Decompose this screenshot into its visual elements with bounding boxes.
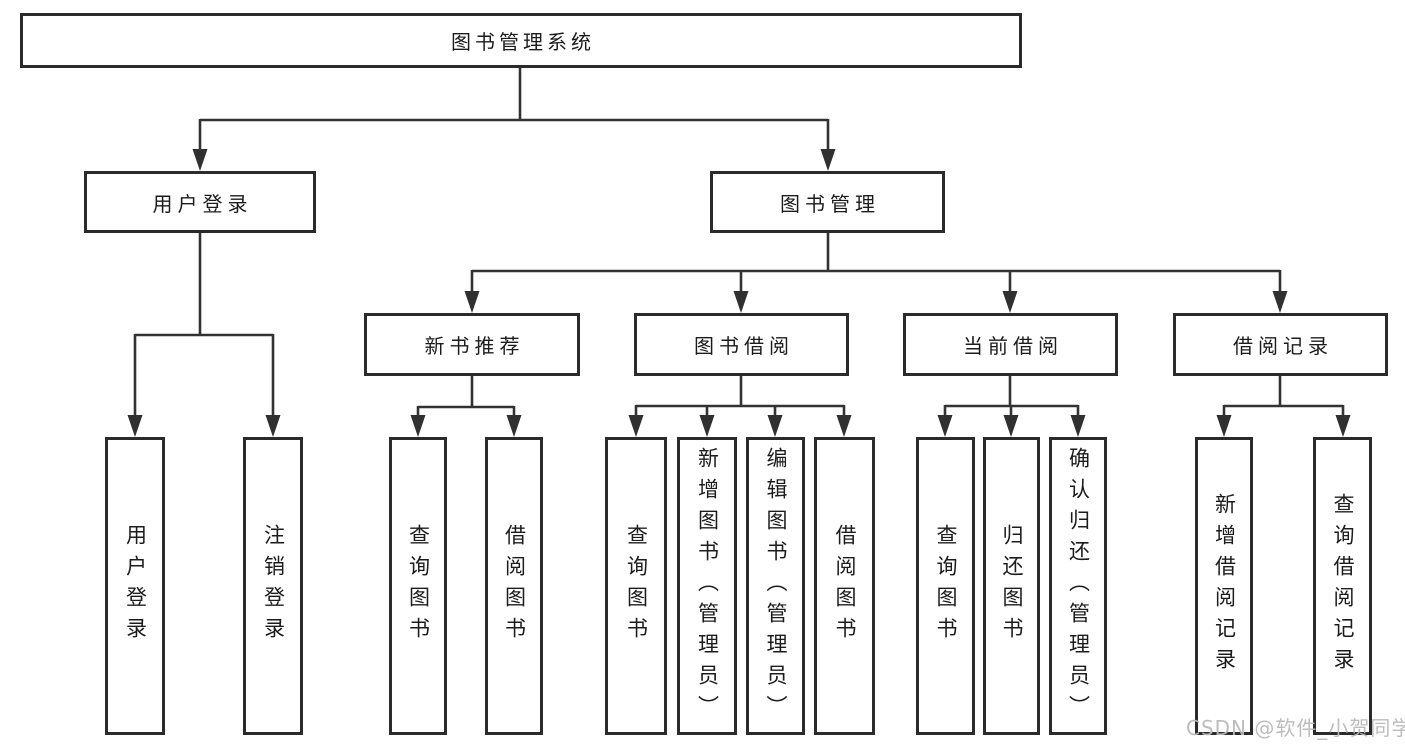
node-label: 新增借阅记录 bbox=[1212, 493, 1237, 679]
node-label: 查询图书 bbox=[406, 524, 431, 648]
node-label: 查询图书 bbox=[624, 524, 649, 648]
csdn-watermark: CSDN @软件_小贺同学 bbox=[1186, 716, 1405, 740]
node-new-book-recommend: 新书推荐 bbox=[364, 313, 580, 376]
node-query-books-borrowing: 查询图书 bbox=[605, 437, 667, 735]
connector-root-to-level2 bbox=[192, 68, 836, 171]
node-root: 图书管理系统 bbox=[20, 13, 1022, 68]
node-book-management: 图书管理 bbox=[710, 171, 945, 233]
node-label: 编辑图书（管理员） bbox=[764, 446, 788, 726]
node-current-borrowing: 当前借阅 bbox=[903, 313, 1118, 376]
node-label: 查询图书 bbox=[934, 524, 958, 648]
node-label: 新增图书（管理员） bbox=[695, 446, 720, 726]
node-label: 借阅图书 bbox=[502, 524, 527, 648]
connector-new-book-recommend-to-leaves bbox=[410, 376, 522, 437]
node-logout: 注销登录 bbox=[243, 437, 303, 735]
node-label: 新书推荐 bbox=[424, 334, 525, 358]
node-query-books-recommend: 查询图书 bbox=[389, 437, 447, 735]
connector-current-borrowing-to-leaves bbox=[937, 376, 1086, 437]
node-label: 图书借阅 bbox=[694, 334, 794, 358]
node-label: 确认归还（管理员） bbox=[1066, 446, 1091, 726]
connector-user-login-to-leaves bbox=[127, 233, 281, 437]
node-label: 用户登录 bbox=[152, 191, 253, 216]
node-label: 归还图书 bbox=[1000, 524, 1024, 648]
node-query-books-current: 查询图书 bbox=[916, 437, 975, 735]
node-add-borrow-record: 新增借阅记录 bbox=[1195, 437, 1253, 735]
node-edit-books-admin: 编辑图书（管理员） bbox=[746, 437, 805, 735]
node-label: 图书管理系统 bbox=[451, 30, 595, 54]
node-user-login-leaf: 用户登录 bbox=[105, 437, 165, 735]
node-borrow-books-recommend: 借阅图书 bbox=[485, 437, 543, 735]
node-label: 借阅记录 bbox=[1233, 334, 1333, 358]
connector-book-management-to-level3 bbox=[464, 233, 1288, 313]
node-label: 用户登录 bbox=[123, 524, 148, 648]
node-label: 借阅图书 bbox=[833, 524, 857, 648]
node-label: 查询借阅记录 bbox=[1331, 493, 1355, 679]
connector-book-borrowing-to-leaves bbox=[628, 376, 852, 437]
node-query-borrow-record: 查询借阅记录 bbox=[1313, 437, 1372, 735]
node-book-borrowing: 图书借阅 bbox=[634, 313, 849, 376]
node-add-books-admin: 新增图书（管理员） bbox=[677, 437, 737, 735]
node-label: 注销登录 bbox=[261, 524, 286, 648]
node-return-books: 归还图书 bbox=[983, 437, 1040, 735]
node-label: 图书管理 bbox=[780, 191, 880, 216]
node-borrowing-records: 借阅记录 bbox=[1173, 313, 1388, 376]
node-label: 当前借阅 bbox=[963, 334, 1063, 358]
node-borrow-books: 借阅图书 bbox=[814, 437, 875, 735]
node-user-login: 用户登录 bbox=[84, 171, 316, 233]
node-confirm-return-admin: 确认归还（管理员） bbox=[1049, 437, 1107, 735]
connector-borrowing-records-to-leaves bbox=[1216, 376, 1351, 437]
